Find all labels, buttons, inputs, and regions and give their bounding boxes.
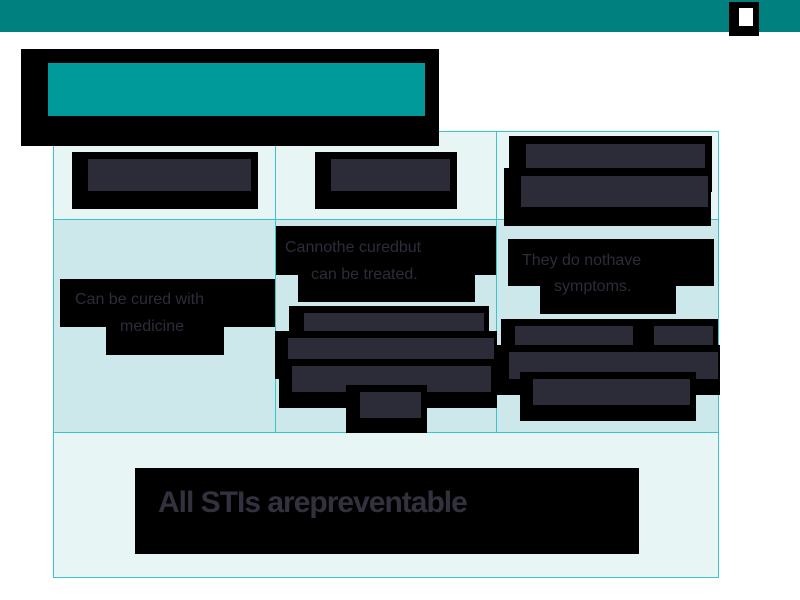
col1-text-line: Can be cured with — [75, 291, 204, 308]
col2-redaction — [304, 313, 484, 333]
grid-line — [496, 131, 497, 432]
grid-line — [275, 131, 276, 432]
col3-text-block — [540, 272, 676, 314]
grid-line — [53, 131, 54, 578]
header-col3-redaction — [526, 144, 705, 168]
grid-line — [53, 219, 719, 220]
title-bar — [48, 63, 425, 116]
col2-redaction — [288, 338, 494, 359]
corner-box-inner — [739, 8, 753, 26]
header-col2-redaction — [331, 159, 450, 191]
col3-redaction — [515, 326, 633, 345]
col1-text-line: medicine — [120, 318, 185, 335]
grid-line — [53, 577, 719, 578]
header-col1-redaction — [88, 159, 251, 191]
col3-redaction — [654, 326, 713, 345]
footer-block — [135, 468, 639, 554]
col2-redaction — [360, 392, 421, 418]
col2-text-block — [298, 260, 475, 302]
footer-text: All STIs arepreventable — [158, 486, 468, 519]
col2-text-line: Cannothe curedbut — [285, 239, 422, 256]
col2-text-line: can be treated. — [311, 266, 418, 283]
col3-redaction — [533, 379, 690, 405]
col3-text-line: symptoms. — [554, 278, 632, 295]
col3-text-line: They do nothave — [522, 252, 642, 269]
header-col3-redaction — [521, 176, 708, 207]
top-bar — [0, 0, 800, 32]
col1-text-block — [106, 312, 224, 355]
